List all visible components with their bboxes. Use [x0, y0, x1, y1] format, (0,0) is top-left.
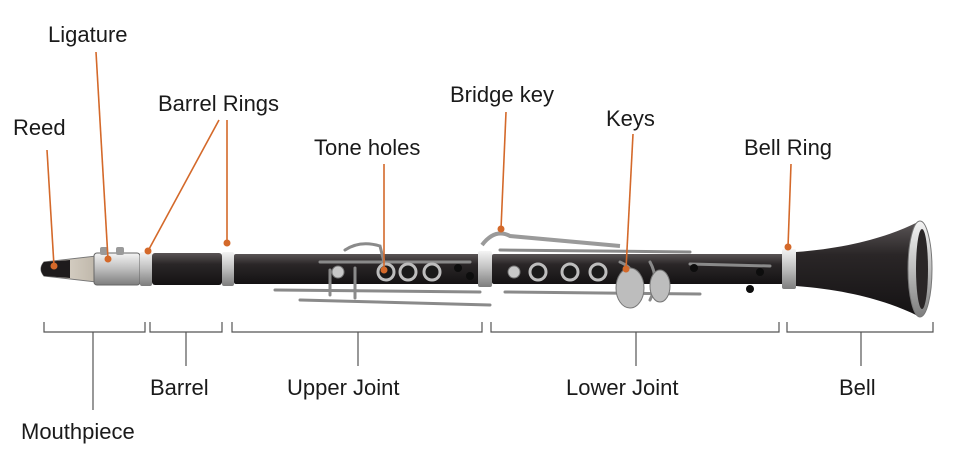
upper-joint-shape — [234, 254, 480, 284]
bell-ring-dot — [784, 243, 792, 251]
keys-cluster — [615, 267, 671, 309]
upper-joint-bracket — [231, 322, 483, 366]
mouthpiece-label: Mouthpiece — [21, 419, 135, 444]
clarinet-illustration — [40, 220, 933, 318]
lower-joint-label: Lower Joint — [566, 375, 679, 400]
lower-joint-bracket — [490, 322, 780, 366]
reed-leader — [46, 149, 55, 267]
bridge-key-shape — [480, 231, 621, 248]
barrel-ring-lower — [222, 252, 234, 286]
ligature-screw — [100, 247, 108, 255]
barrel-rings-dot-2 — [223, 239, 231, 247]
keys-leader — [625, 133, 634, 270]
upper-joint-label: Upper Joint — [287, 375, 400, 400]
mouthpiece-bracket — [43, 322, 146, 410]
barrel-bracket — [149, 322, 223, 366]
bridge-key-label: Bridge key — [450, 82, 554, 107]
joint-ring — [478, 251, 492, 287]
barrel-rings-label: Barrel Rings — [158, 91, 280, 116]
reed-label: Reed — [13, 115, 66, 140]
barrel-label: Barrel — [150, 375, 209, 400]
barrel-ring-upper — [140, 252, 152, 286]
barrel-rings-dot-1 — [144, 247, 152, 255]
upper-joint-keys — [273, 242, 492, 307]
tone-holes-dot — [380, 266, 388, 274]
bell-ring-leader — [787, 163, 792, 248]
bell-label: Bell — [839, 375, 876, 400]
bell-ring-shape — [782, 249, 796, 289]
barrel-rings-leader-1 — [147, 119, 220, 252]
ligature-screw — [116, 247, 124, 255]
ligature-label: Ligature — [48, 22, 128, 47]
bridge-key-dot — [497, 225, 505, 233]
ligature-leader — [95, 51, 109, 260]
bell-shape — [796, 222, 918, 316]
keys-dot — [622, 265, 630, 273]
bell-opening — [916, 229, 928, 309]
bell-ring-label: Bell Ring — [744, 135, 833, 160]
ligature-shape — [93, 252, 141, 286]
bell-bracket — [786, 322, 934, 366]
keys-label: Keys — [606, 106, 655, 131]
reed-dot — [50, 262, 58, 270]
ligature-dot — [104, 255, 112, 263]
tone-holes-label: Tone holes — [314, 135, 421, 160]
callout-leaders — [46, 51, 792, 274]
barrel-shape — [152, 253, 222, 285]
section-brackets — [43, 322, 934, 410]
bridge-key-leader — [500, 111, 507, 230]
lower-tone-holes — [507, 262, 764, 293]
